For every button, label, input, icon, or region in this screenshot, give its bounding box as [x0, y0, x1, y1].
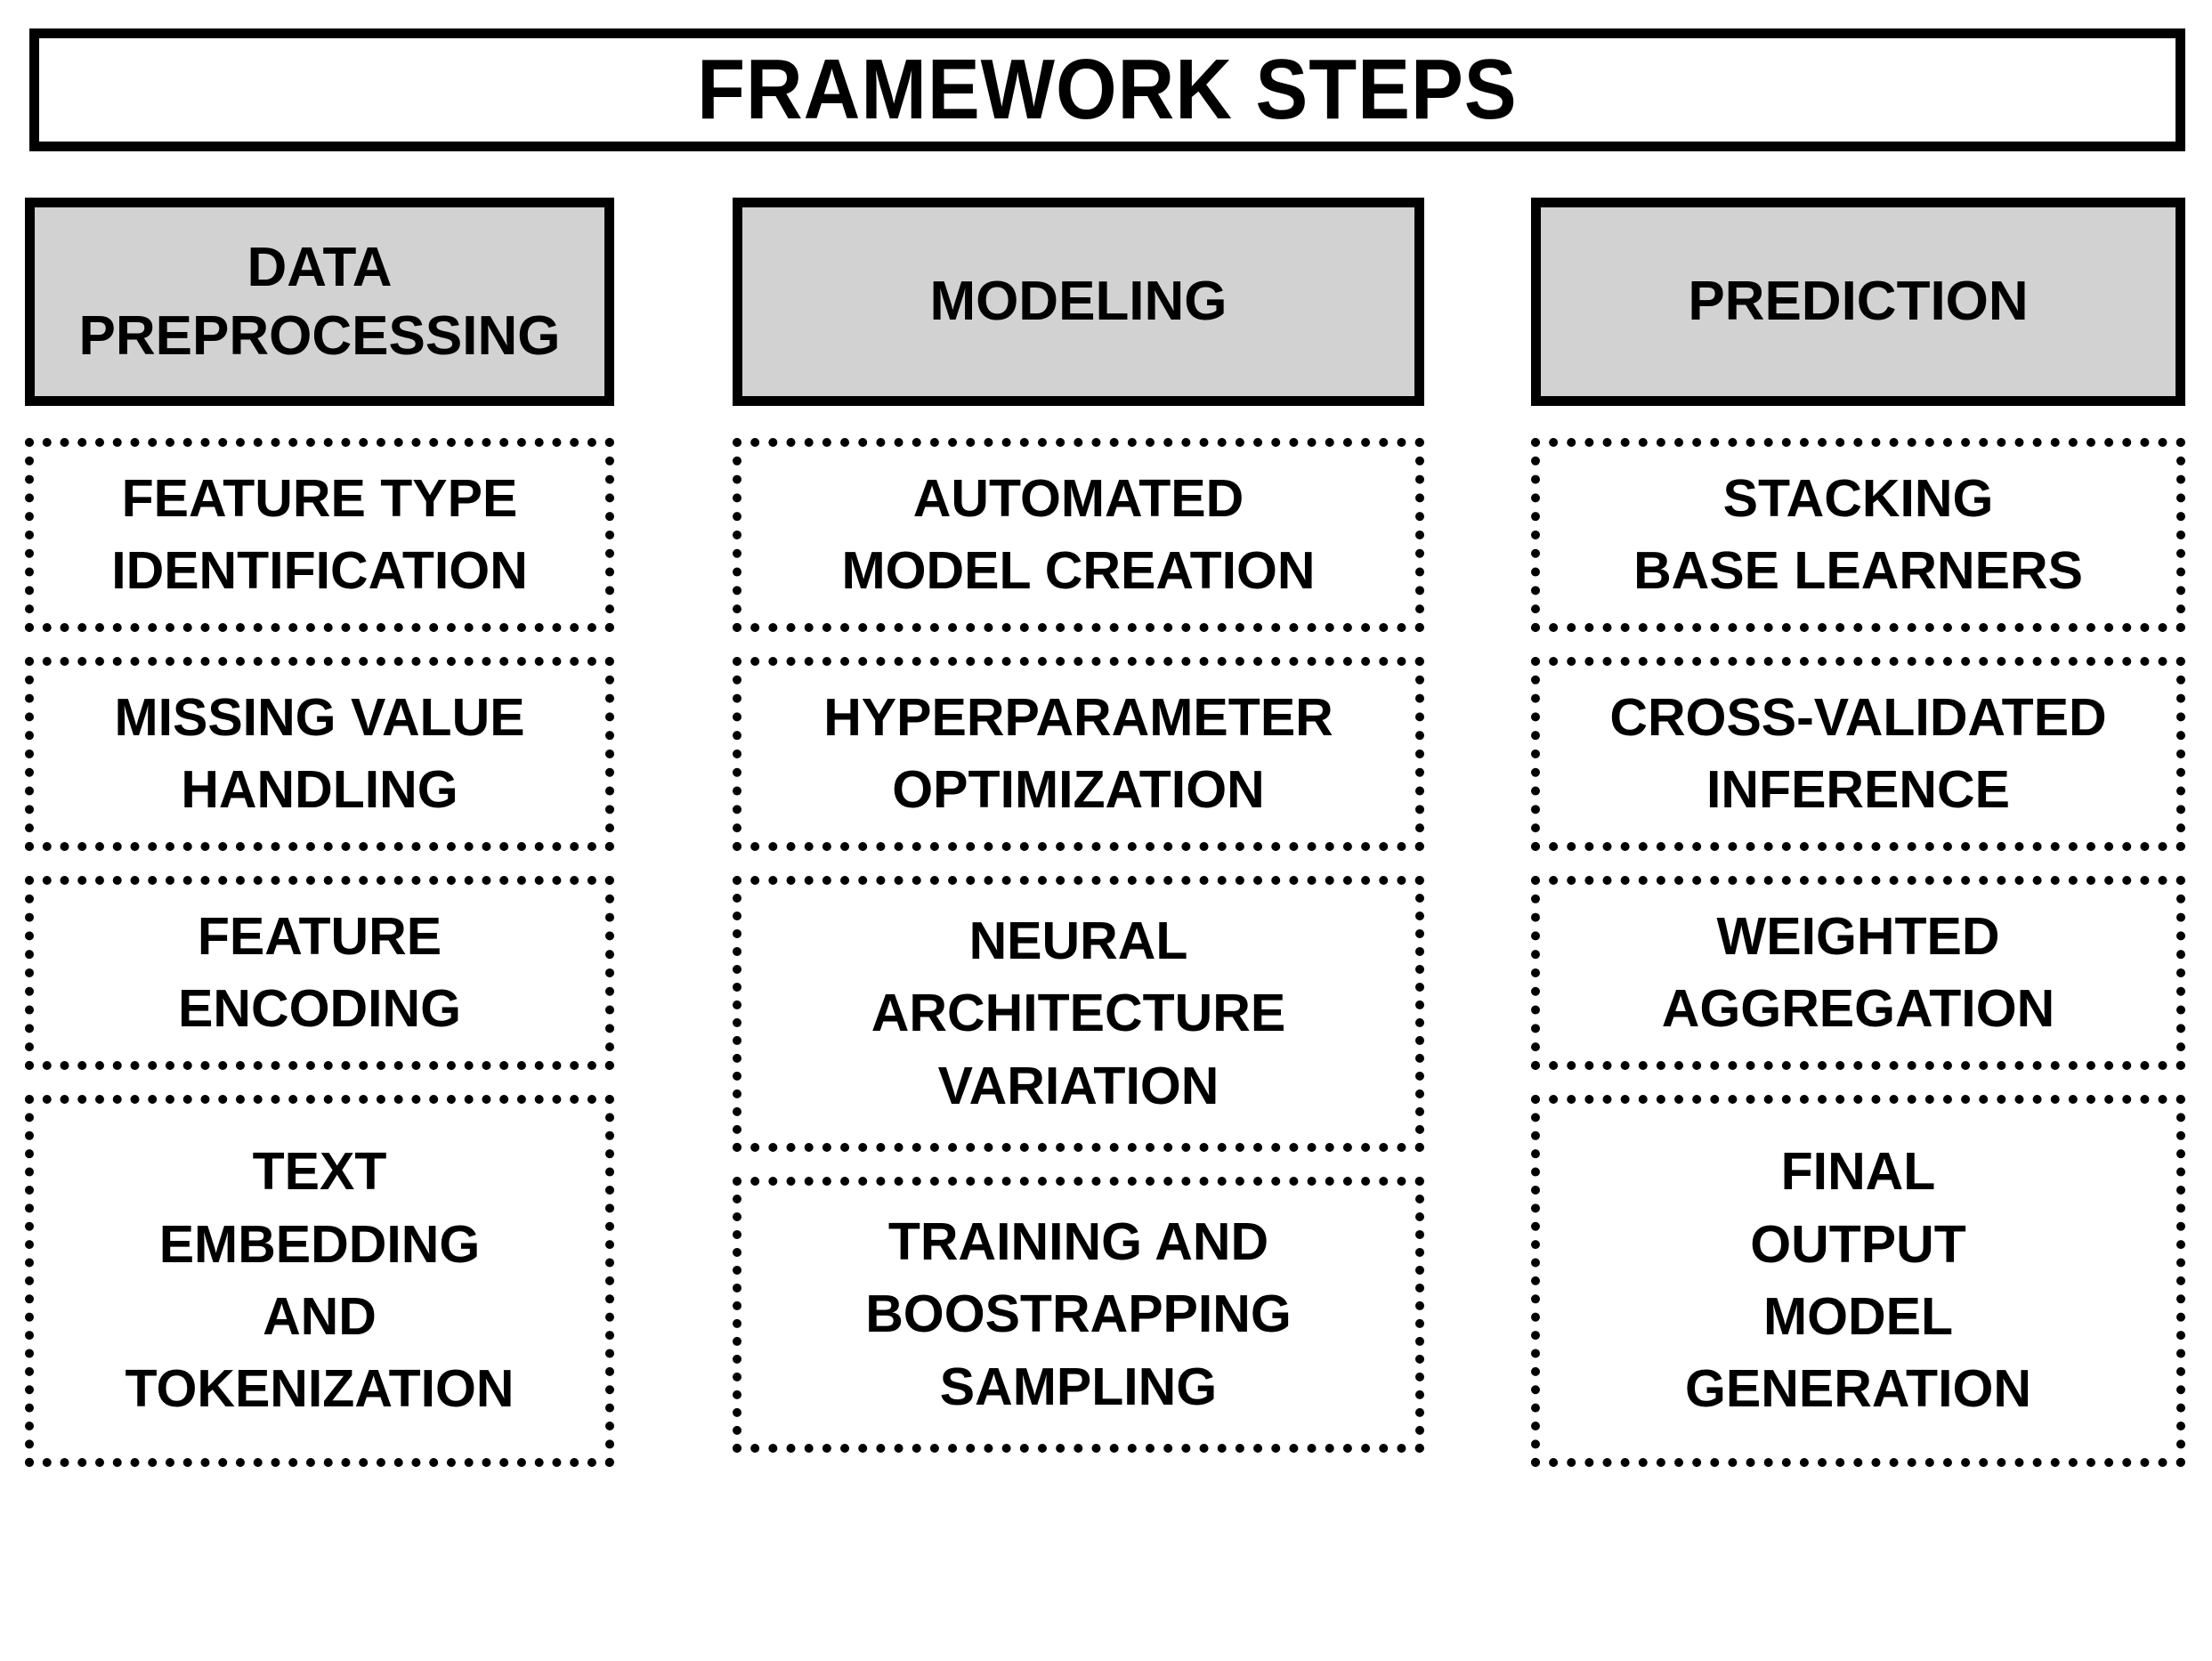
step-box-automated-model-creation: AUTOMATED MODEL CREATION [733, 438, 1424, 632]
step-box-final-output-model-generation: FINAL OUTPUT MODEL GENERATION [1531, 1095, 2185, 1467]
step-box-weighted-aggregation: WEIGHTED AGGREGATION [1531, 876, 2185, 1070]
column-header-prediction: PREDICTION [1531, 198, 2185, 406]
step-list-data-preprocessing: FEATURE TYPE IDENTIFICATION MISSING VALU… [25, 438, 614, 1492]
step-box-missing-value-handling: MISSING VALUE HANDLING [25, 657, 614, 851]
step-box-stacking-base-learners: STACKING BASE LEARNERS [1531, 438, 2185, 632]
step-box-training-and-boostrapping-sampling: TRAINING AND BOOSTRAPPING SAMPLING [733, 1177, 1424, 1453]
step-box-neural-architecture-variation: NEURAL ARCHITECTURE VARIATION [733, 876, 1424, 1152]
diagram-title-bar: FRAMEWORK STEPS [29, 28, 2185, 151]
step-box-text-embedding-and-tokenization: TEXT EMBEDDING AND TOKENIZATION [25, 1095, 614, 1467]
page-title: FRAMEWORK STEPS [697, 42, 1518, 137]
column-modeling: MODELING AUTOMATED MODEL CREATION HYPERP… [733, 198, 1424, 1478]
column-prediction: PREDICTION STACKING BASE LEARNERS CROSS-… [1531, 198, 2185, 1492]
step-box-hyperparameter-optimization: HYPERPARAMETER OPTIMIZATION [733, 657, 1424, 851]
step-list-prediction: STACKING BASE LEARNERS CROSS-VALIDATED I… [1531, 438, 2185, 1492]
column-header-data-preprocessing: DATA PREPROCESSING [25, 198, 614, 406]
step-box-cross-validated-inference: CROSS-VALIDATED INFERENCE [1531, 657, 2185, 851]
column-header-modeling: MODELING [733, 198, 1424, 406]
step-box-feature-type-identification: FEATURE TYPE IDENTIFICATION [25, 438, 614, 632]
column-data-preprocessing: DATA PREPROCESSING FEATURE TYPE IDENTIFI… [25, 198, 614, 1492]
step-list-modeling: AUTOMATED MODEL CREATION HYPERPARAMETER … [733, 438, 1424, 1478]
step-box-feature-encoding: FEATURE ENCODING [25, 876, 614, 1070]
